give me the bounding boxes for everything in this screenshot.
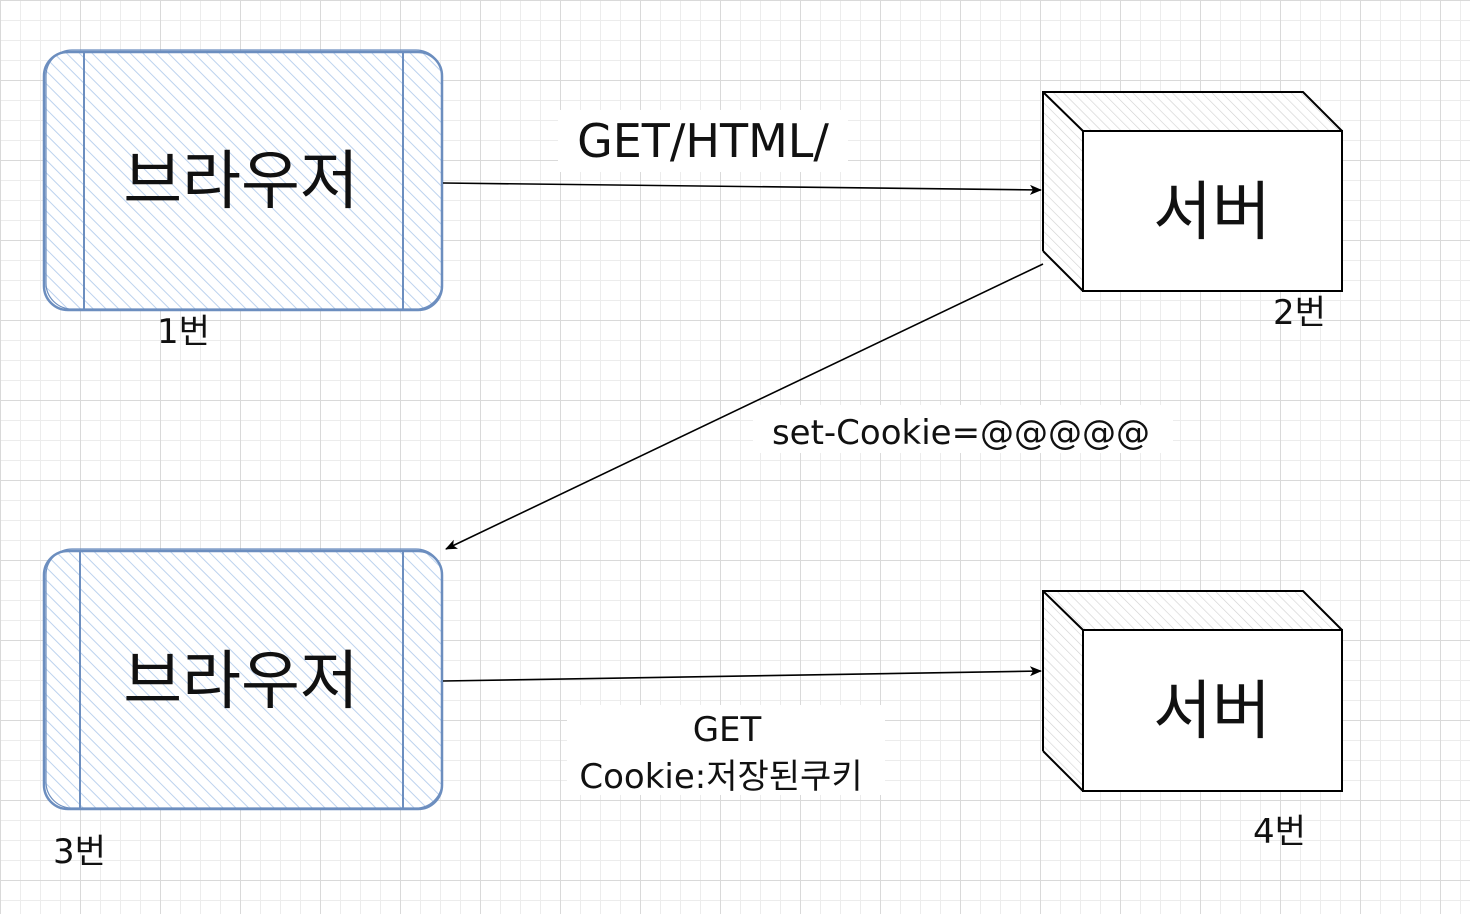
browser-node-2[interactable]: 브라우저 — [42, 548, 444, 811]
edge-set-cookie-label-bg — [753, 405, 1173, 453]
browser-node-1[interactable]: 브라우저 — [42, 49, 444, 312]
edge-get-html-label-bg — [558, 110, 848, 172]
browser-1-caption: 1번 — [157, 312, 210, 352]
edge-set-cookie-label: set-Cookie=@@@@@ — [772, 413, 1150, 453]
edge-get-with-cookie-label-line2: Cookie:저장된쿠키 — [579, 757, 862, 797]
edge-get-with-cookie-label-line1: GET — [693, 710, 762, 750]
edge-get-with-cookie[interactable] — [442, 666, 1042, 682]
server-2-caption: 4번 — [1253, 812, 1306, 852]
edge-set-cookie[interactable] — [445, 263, 1044, 550]
server-1-label: 서버 — [1153, 176, 1271, 250]
browser-2-label: 브라우저 — [123, 645, 359, 719]
browser-1-label: 브라우저 — [123, 145, 359, 219]
server-node-1[interactable]: 서버 — [1042, 91, 1343, 292]
server-node-2[interactable]: 서버 — [1042, 590, 1343, 792]
browser-2-caption: 3번 — [53, 832, 106, 872]
edge-get-with-cookie-label-bg — [567, 705, 885, 795]
edge-get-html-label: GET/HTML/ — [577, 114, 829, 168]
server-2-label: 서버 — [1153, 675, 1271, 749]
edge-get-html[interactable] — [442, 182, 1042, 195]
server-1-caption: 2번 — [1273, 293, 1326, 333]
